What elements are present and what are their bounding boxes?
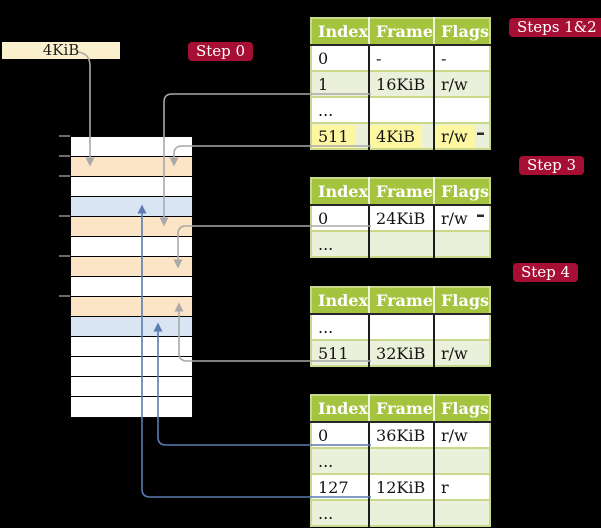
table-cell: -: [368, 44, 435, 71]
table-cell: [368, 313, 435, 340]
table-cell: r/w: [433, 122, 491, 149]
page-table-3: Index Frame Flags ... 511 32KiB r/w: [310, 286, 492, 367]
table-cell: [368, 499, 435, 526]
table-cell: 32KiB: [368, 339, 435, 366]
step-3-badge: Step 3: [519, 156, 585, 175]
memory-row: [71, 277, 192, 297]
table-row: 0 36KiB r/w: [311, 421, 491, 448]
table-row: ...: [311, 230, 491, 257]
step-4-badge: Step 4: [513, 263, 579, 282]
header-cell: Index: [311, 18, 370, 46]
page-table-2: Index Frame Flags 0 24KiB r/w ...: [310, 177, 492, 258]
table-cell: 0: [311, 204, 370, 231]
page-size-box: 4KiB: [2, 42, 120, 59]
highlight: 4KiB: [370, 124, 423, 148]
memory-row: [71, 337, 192, 357]
table-cell: 16KiB: [368, 70, 435, 97]
header-cell: Index: [311, 287, 370, 315]
table-cell: 511: [311, 122, 370, 149]
table-row: 0 - -: [311, 44, 491, 71]
address-ticks: [59, 135, 70, 297]
page-table-1: Index Frame Flags 0 - - 1 16KiB r/w ... …: [310, 17, 492, 150]
table-cell: 127: [311, 473, 370, 500]
table-cell: 36KiB: [368, 421, 435, 448]
table-row: ...: [311, 447, 491, 474]
table-header-row: Index Frame Flags: [311, 178, 491, 206]
header-cell: Frame: [368, 395, 435, 423]
table-row: 0 24KiB r/w: [311, 204, 491, 231]
header-cell: Flags: [433, 18, 491, 46]
memory-row: [71, 377, 192, 397]
table-cell: -: [433, 44, 491, 71]
table-header-row: Index Frame Flags: [311, 18, 491, 46]
table-cell: [433, 96, 491, 123]
memory-row: [71, 317, 192, 337]
table-cell: r/w: [433, 339, 491, 366]
table-cell: [433, 499, 491, 526]
header-cell: Frame: [368, 18, 435, 46]
table-cell: ...: [311, 96, 370, 123]
highlight: 511: [312, 124, 356, 148]
header-cell: Flags: [433, 178, 491, 206]
table-header-row: Index Frame Flags: [311, 395, 491, 423]
table-cell: [433, 230, 491, 257]
table-row: ...: [311, 313, 491, 340]
table-cell: ...: [311, 447, 370, 474]
step-0-badge: Step 0: [188, 42, 254, 61]
memory-row: [71, 157, 192, 177]
table-row-highlighted: 511 4KiB r/w: [311, 122, 491, 149]
table-cell: 4KiB: [368, 122, 435, 149]
table-cell: 511: [311, 339, 370, 366]
page-table-4: Index Frame Flags 0 36KiB r/w ... 127 12…: [310, 394, 492, 527]
table-cell: [368, 447, 435, 474]
memory-row: [71, 137, 192, 157]
table-cell: r/w: [433, 421, 491, 448]
table-cell: 1: [311, 70, 370, 97]
memory-row: [71, 297, 192, 317]
table-cell: ...: [311, 230, 370, 257]
memory-row: [71, 237, 192, 257]
table-cell: ...: [311, 499, 370, 526]
memory-row: [71, 197, 192, 217]
header-cell: Flags: [433, 287, 491, 315]
table-cell: 0: [311, 44, 370, 71]
table-cell: 12KiB: [368, 473, 435, 500]
table-cell: [368, 96, 435, 123]
memory-row: [71, 257, 192, 277]
table-cell: [433, 313, 491, 340]
table-cell: 0: [311, 421, 370, 448]
table-cell: ...: [311, 313, 370, 340]
memory-map: [70, 136, 193, 418]
table-row: 511 32KiB r/w: [311, 339, 491, 366]
table-cell: [368, 230, 435, 257]
memory-row: [71, 357, 192, 377]
table-cell: r/w: [433, 204, 491, 231]
memory-row: [71, 397, 192, 417]
table-cell: r: [433, 473, 491, 500]
table-cell: 24KiB: [368, 204, 435, 231]
header-cell: Frame: [368, 178, 435, 206]
table-row: 1 16KiB r/w: [311, 70, 491, 97]
header-cell: Index: [311, 395, 370, 423]
steps-1-2-badge: Steps 1&2: [509, 18, 601, 37]
highlight: r/w: [435, 124, 475, 148]
table-row: 127 12KiB r: [311, 473, 491, 500]
header-cell: Index: [311, 178, 370, 206]
memory-row: [71, 217, 192, 237]
table-row: ...: [311, 96, 491, 123]
table-cell: [433, 447, 491, 474]
memory-row: [71, 177, 192, 197]
table-header-row: Index Frame Flags: [311, 287, 491, 315]
header-cell: Flags: [433, 395, 491, 423]
table-row: ...: [311, 499, 491, 526]
table-cell: r/w: [433, 70, 491, 97]
header-cell: Frame: [368, 287, 435, 315]
